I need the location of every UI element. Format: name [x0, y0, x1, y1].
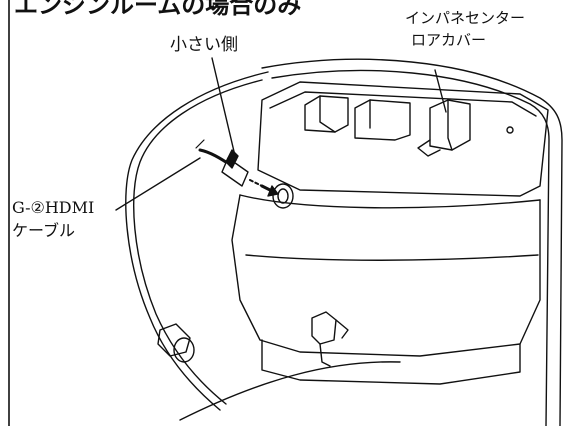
console-body [231, 194, 541, 357]
lower-cover-panel-edge [269, 91, 537, 117]
hdmi-port-hole [272, 183, 294, 209]
hdmi-port-inner [277, 188, 289, 204]
insertion-arrow [249, 179, 279, 197]
dashboard-outline-inner [133, 79, 263, 405]
console-body-mid-edge [245, 254, 539, 261]
cover-clips [304, 95, 514, 157]
leader-cable [115, 157, 201, 211]
hdmi-cable [195, 139, 249, 187]
floor-curve [179, 361, 401, 421]
callout-lower-cover-line1: インパネセンター [405, 9, 526, 27]
page-heading: エンジンルームの場合のみ [14, 0, 302, 19]
console-latch [311, 311, 349, 367]
callout-lower-cover: インパネセンター ロアカバー [405, 8, 525, 52]
dashboard-outline [125, 71, 269, 411]
callout-hdmi-cable: G-②HDMI ケーブル [12, 196, 94, 242]
console-housing-outline [261, 58, 563, 426]
leader-panel [434, 69, 447, 113]
console-body-top-edge [239, 194, 541, 209]
lower-cover-panel [257, 81, 549, 197]
leader-small-side [211, 57, 237, 161]
callout-hdmi-cable-line1: G-②HDMI [12, 198, 95, 217]
callout-lower-cover-line2: ロアカバー [411, 30, 487, 49]
dashboard-knob [157, 323, 195, 363]
console-base [261, 339, 521, 385]
callout-hdmi-cable-line2: ケーブル [12, 221, 76, 241]
callout-small-side: 小さい側 [170, 35, 238, 55]
